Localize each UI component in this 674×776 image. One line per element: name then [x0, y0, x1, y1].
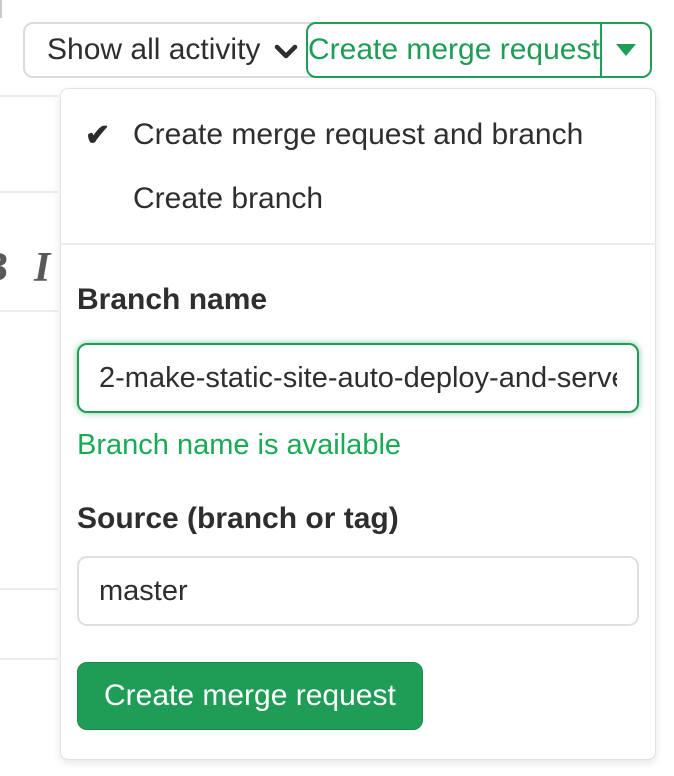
- background-divider: [0, 658, 58, 660]
- menu-item-create-mr-and-branch[interactable]: ✔ Create merge request and branch: [85, 117, 631, 153]
- split-button-dropdown-toggle[interactable]: [602, 24, 650, 76]
- menu-item-label: Create merge request and branch: [133, 118, 584, 151]
- branch-name-label: Branch name: [77, 283, 268, 316]
- create-merge-request-button-label: Create merge request: [308, 33, 600, 66]
- branch-name-status: Branch name is available: [77, 429, 402, 461]
- background-divider: [0, 95, 58, 97]
- source-input[interactable]: [77, 556, 639, 626]
- branch-form: Branch name Branch name is available Sou…: [61, 245, 655, 730]
- caret-down-icon: [615, 44, 636, 56]
- bold-icon: B: [0, 244, 8, 292]
- activity-filter-label: Show all activity: [47, 33, 261, 66]
- dropdown-section-divider: [61, 243, 655, 245]
- dropdown-menu-section: ✔ Create merge request and branch ✔ Crea…: [61, 89, 655, 243]
- split-button-divider: [599, 24, 602, 76]
- italic-icon: I: [34, 245, 51, 291]
- create-merge-request-button[interactable]: Create merge request: [308, 24, 600, 76]
- chevron-down-icon: [274, 41, 298, 59]
- check-icon: ✔: [85, 118, 111, 152]
- background-divider: [0, 588, 58, 590]
- activity-filter-button[interactable]: Show all activity: [23, 22, 323, 78]
- create-merge-request-submit-button[interactable]: Create merge request: [77, 662, 423, 730]
- branch-name-input[interactable]: [77, 343, 639, 413]
- create-merge-request-split-button: Create merge request: [306, 22, 652, 78]
- menu-item-label: Create branch: [133, 182, 324, 215]
- background-divider: [0, 310, 58, 312]
- create-merge-request-dropdown: ✔ Create merge request and branch ✔ Crea…: [60, 88, 656, 760]
- background-edge-tick: [0, 0, 2, 18]
- menu-item-create-branch[interactable]: ✔ Create branch: [85, 181, 631, 217]
- background-divider: [0, 191, 58, 193]
- source-label: Source (branch or tag): [77, 502, 399, 535]
